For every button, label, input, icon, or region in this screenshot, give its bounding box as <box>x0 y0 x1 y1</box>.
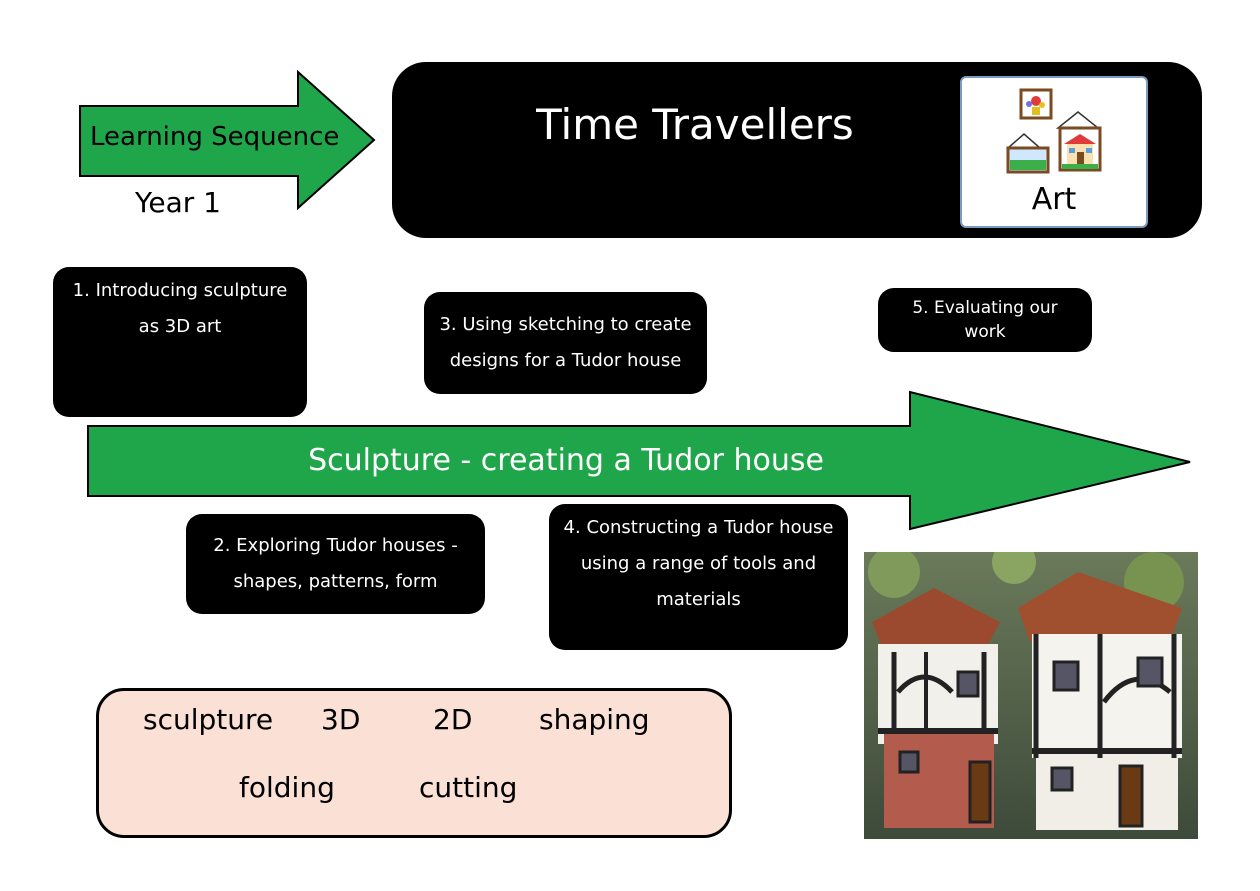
art-symbol-card: Art <box>960 76 1148 228</box>
vocab-word: 2D <box>433 703 473 736</box>
step-1-box: 1. Introducing sculpture as 3D art <box>53 267 307 417</box>
tudor-house-models-image <box>864 552 1198 839</box>
main-sequence-arrow <box>87 390 1191 531</box>
vocab-word: folding <box>239 771 335 804</box>
topic-title: Time Travellers <box>536 100 854 149</box>
main-arrow-label: Sculpture - creating a Tudor house <box>308 443 824 478</box>
step-3-text: 3. Using sketching to create designs for… <box>439 314 692 371</box>
vocab-word: 3D <box>321 703 361 736</box>
step-2-box: 2. Exploring Tudor houses - shapes, patt… <box>186 514 485 614</box>
vocab-word: cutting <box>419 771 518 804</box>
learning-sequence-arrow <box>79 70 376 211</box>
step-3-box: 3. Using sketching to create designs for… <box>424 292 707 394</box>
year-label: Year 1 <box>135 186 221 219</box>
step-4-box: 4. Constructing a Tudor house using a ra… <box>549 504 848 650</box>
step-2-text: 2. Exploring Tudor houses - shapes, patt… <box>213 535 458 592</box>
learning-sequence-label: Learning Sequence <box>90 122 340 152</box>
step-1-text: 1. Introducing sculpture as 3D art <box>72 280 288 337</box>
vocabulary-box: sculpture 3D 2D shaping folding cutting <box>96 688 732 838</box>
vocab-word: sculpture <box>143 703 274 736</box>
step-5-text: 5. Evaluating our work <box>912 298 1058 342</box>
art-pictures-icon <box>1006 88 1102 174</box>
step-5-box: 5. Evaluating our work <box>878 288 1092 352</box>
step-4-text: 4. Constructing a Tudor house using a ra… <box>563 517 834 610</box>
art-label: Art <box>1031 182 1077 217</box>
vocab-word: shaping <box>539 703 650 736</box>
